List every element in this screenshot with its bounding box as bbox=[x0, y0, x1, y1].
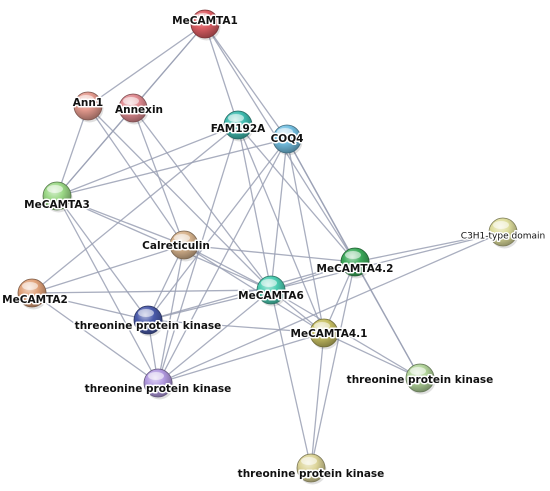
edge-mecamta6-tpk1 bbox=[147, 289, 272, 321]
edge-coq4-mecamta3 bbox=[56, 138, 288, 197]
edge-mecamta2-tpk2 bbox=[31, 292, 159, 384]
edges-layer bbox=[31, 23, 504, 469]
edge-fam192a-mecamta6 bbox=[237, 124, 272, 291]
node-highlight bbox=[138, 309, 154, 317]
node-fam192a[interactable]: FAM192A bbox=[209, 110, 268, 142]
node-highlight bbox=[493, 221, 509, 229]
edge-coq4-tpk1 bbox=[147, 138, 288, 321]
node-highlight bbox=[228, 114, 244, 122]
node-mecamta3[interactable]: MeCAMTA3 bbox=[23, 181, 91, 213]
node-mecamta1[interactable]: MeCAMTA1 bbox=[171, 9, 239, 41]
edge-ann1-calret bbox=[87, 105, 185, 246]
edge-fam192a-mecamta2 bbox=[31, 124, 239, 294]
node-highlight bbox=[410, 367, 426, 375]
edge-annexin-calret bbox=[132, 107, 185, 246]
edge-mecamta6-tpk4 bbox=[270, 289, 312, 469]
edge-mecamta41-tpk3 bbox=[323, 332, 421, 379]
node-ann1[interactable]: Ann1 bbox=[71, 91, 105, 123]
node-highlight bbox=[195, 13, 211, 21]
edge-coq4-mecamta6 bbox=[270, 138, 288, 291]
edge-mecamta2-mecamta6 bbox=[31, 289, 272, 294]
node-highlight bbox=[261, 279, 277, 287]
edge-ann1-mecamta6 bbox=[87, 105, 272, 291]
edge-mecamta42-tpk3 bbox=[354, 261, 421, 379]
node-label-tpk3: threonine protein kinase bbox=[347, 374, 494, 386]
edge-calret-mecamta2 bbox=[31, 244, 185, 294]
edge-mecamta3-tpk1 bbox=[56, 195, 149, 321]
edge-mecamta41-tpk1 bbox=[147, 319, 325, 334]
edge-mecamta42-tpk1 bbox=[147, 261, 356, 321]
edge-fam192a-mecamta42 bbox=[237, 124, 356, 263]
node-calret[interactable]: Calreticulin bbox=[141, 230, 211, 262]
node-highlight bbox=[301, 457, 317, 465]
node-label-fam192a: FAM192A bbox=[211, 123, 266, 135]
node-label-coq4: COQ4 bbox=[271, 133, 304, 145]
node-tpk4[interactable]: threonine protein kinase bbox=[236, 453, 386, 485]
node-highlight bbox=[345, 251, 361, 259]
node-c3h1[interactable]: C3H1-type domain bbox=[459, 217, 547, 249]
edge-coq4-tpk2 bbox=[157, 138, 288, 384]
node-label-annexin: Annexin bbox=[115, 104, 163, 116]
edge-mecamta1-coq4 bbox=[204, 23, 288, 140]
edge-mecamta42-mecamta6 bbox=[270, 261, 356, 291]
node-highlight bbox=[277, 128, 293, 136]
node-highlight bbox=[148, 372, 164, 380]
node-tpk2[interactable]: threonine protein kinase bbox=[83, 368, 233, 400]
edge-c3h1-mecamta42 bbox=[354, 231, 504, 263]
edge-calret-mecamta6 bbox=[183, 244, 272, 291]
node-label-mecamta1: MeCAMTA1 bbox=[172, 15, 238, 27]
node-label-tpk4: threonine protein kinase bbox=[238, 468, 385, 480]
node-label-mecamta2: MeCAMTA2 bbox=[2, 294, 68, 306]
node-label-mecamta3: MeCAMTA3 bbox=[24, 199, 90, 211]
node-annexin[interactable]: Annexin bbox=[113, 93, 165, 125]
node-highlight bbox=[78, 95, 94, 103]
node-highlight bbox=[123, 97, 139, 105]
node-mecamta41[interactable]: MeCAMTA4.1 bbox=[289, 318, 369, 350]
node-label-c3h1: C3H1-type domain bbox=[461, 232, 545, 242]
edge-coq4-mecamta41 bbox=[286, 138, 325, 334]
node-mecamta6[interactable]: MeCAMTA6 bbox=[237, 275, 305, 307]
edge-fam192a-mecamta3 bbox=[56, 124, 239, 197]
node-tpk3[interactable]: threonine protein kinase bbox=[345, 363, 495, 395]
node-highlight bbox=[22, 282, 38, 290]
edge-mecamta41-tpk2 bbox=[157, 332, 325, 384]
edge-fam192a-mecamta41 bbox=[237, 124, 325, 334]
node-highlight bbox=[47, 185, 63, 193]
edge-mecamta6-tpk2 bbox=[157, 289, 272, 384]
edge-calret-mecamta42 bbox=[183, 244, 356, 263]
edge-mecamta1-ann1 bbox=[87, 23, 206, 107]
edge-annexin-mecamta6 bbox=[132, 107, 272, 291]
edge-mecamta42-tpk4 bbox=[310, 261, 356, 469]
edge-mecamta1-fam192a bbox=[204, 23, 239, 126]
edge-mecamta6-tpk3 bbox=[270, 289, 421, 379]
edge-c3h1-tpk2 bbox=[157, 231, 504, 384]
node-label-ann1: Ann1 bbox=[73, 97, 103, 109]
node-mecamta2[interactable]: MeCAMTA2 bbox=[1, 278, 69, 310]
edge-mecamta3-tpk2 bbox=[56, 195, 159, 384]
node-label-mecamta41: MeCAMTA4.1 bbox=[291, 328, 368, 340]
node-label-tpk1: threonine protein kinase bbox=[75, 320, 222, 332]
edge-calret-mecamta41 bbox=[183, 244, 325, 334]
node-tpk1[interactable]: threonine protein kinase bbox=[73, 305, 223, 337]
edge-mecamta3-calret bbox=[56, 195, 185, 246]
node-label-mecamta6: MeCAMTA6 bbox=[238, 290, 304, 302]
edge-mecamta2-tpk1 bbox=[31, 292, 149, 321]
node-coq4[interactable]: COQ4 bbox=[269, 124, 305, 156]
node-mecamta42[interactable]: MeCAMTA4.2 bbox=[315, 247, 395, 279]
node-label-tpk2: threonine protein kinase bbox=[85, 383, 232, 395]
node-label-calret: Calreticulin bbox=[142, 240, 210, 252]
edge-ann1-mecamta3 bbox=[56, 105, 89, 197]
edge-annexin-mecamta3 bbox=[56, 107, 134, 197]
node-highlight bbox=[174, 234, 190, 242]
edge-mecamta41-tpk4 bbox=[310, 332, 325, 469]
node-highlight bbox=[314, 322, 330, 330]
node-label-mecamta42: MeCAMTA4.2 bbox=[317, 263, 394, 275]
edge-c3h1-mecamta6 bbox=[270, 231, 504, 291]
edge-mecamta3-mecamta6 bbox=[56, 195, 272, 291]
